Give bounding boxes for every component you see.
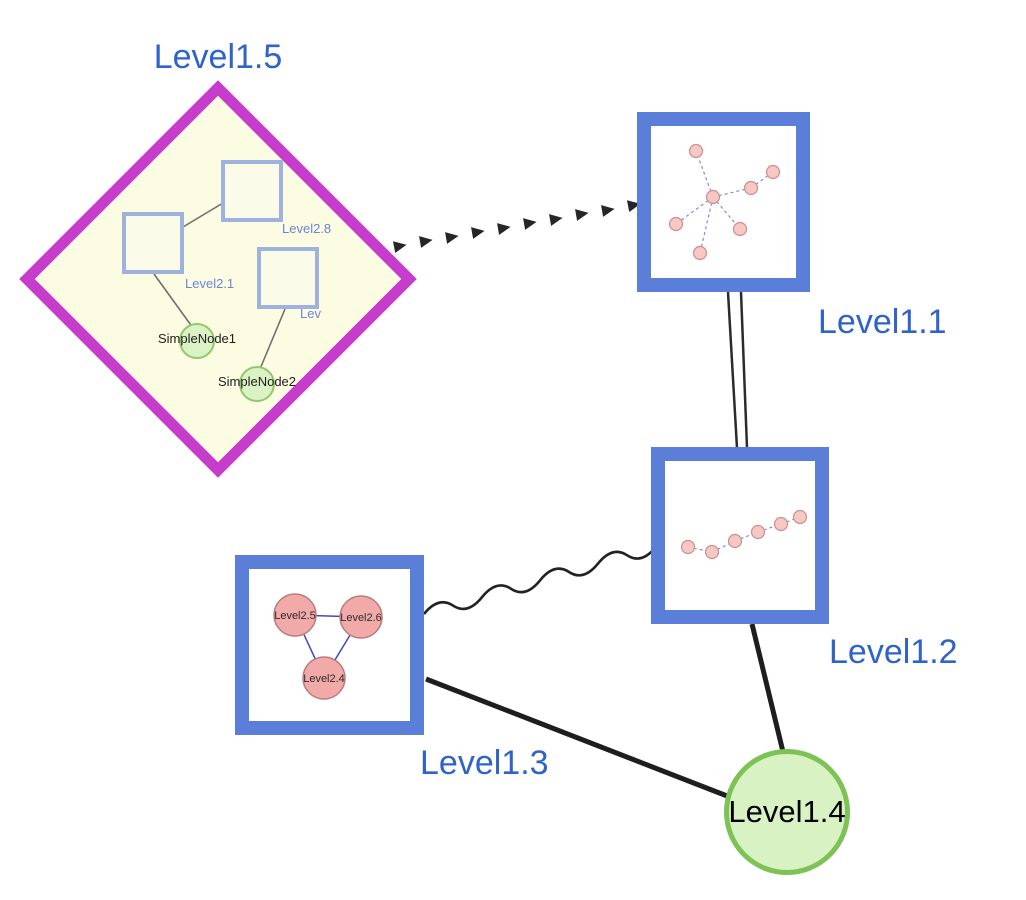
node-level14[interactable]: Level1.4 bbox=[724, 749, 850, 875]
node-level2-6[interactable] bbox=[339, 595, 383, 639]
label-level15: Level1.5 bbox=[153, 38, 283, 76]
label-simplenode2: SimpleNode2 bbox=[217, 374, 297, 389]
label-level11: Level1.1 bbox=[818, 303, 947, 341]
inner-edge-square-simplenode2[interactable] bbox=[259, 308, 286, 370]
subgraph-node[interactable] bbox=[732, 221, 748, 237]
edge-level13-level12[interactable] bbox=[422, 545, 658, 615]
label-level2-1: Level2.1 bbox=[185, 276, 235, 291]
subgraph-node[interactable] bbox=[750, 524, 766, 540]
edge-level11-level12[interactable] bbox=[726, 291, 749, 449]
label-simplenode1: SimpleNode1 bbox=[157, 331, 237, 346]
inner-edge-square-simplenode1[interactable] bbox=[153, 273, 194, 329]
subgraph-node[interactable] bbox=[765, 164, 781, 180]
node-level2-8-square[interactable] bbox=[221, 160, 283, 222]
level11-inner-nodes bbox=[668, 143, 781, 261]
node-level12[interactable] bbox=[651, 447, 829, 624]
node-level11[interactable] bbox=[637, 112, 810, 292]
subgraph-node[interactable] bbox=[792, 509, 808, 525]
node-simplenode1[interactable] bbox=[179, 323, 215, 359]
edge-level12-level14[interactable] bbox=[749, 623, 788, 761]
subgraph-node[interactable] bbox=[773, 516, 789, 532]
subgraph-node[interactable] bbox=[688, 143, 704, 159]
label-level2-4: Level2.4 bbox=[303, 673, 345, 685]
subgraph-node[interactable] bbox=[668, 216, 684, 232]
label-level12: Level1.2 bbox=[829, 633, 958, 671]
label-level2-right-clipped: Lev bbox=[300, 306, 321, 321]
level15-inner-edges bbox=[153, 202, 286, 370]
subgraph-node[interactable] bbox=[743, 180, 759, 196]
level13-inner-labels: Level2.5 Level2.6 Level2.4 bbox=[274, 610, 382, 685]
level13-inner-graph: Level2.5 Level2.6 Level2.4 bbox=[273, 593, 383, 700]
subgraph-node[interactable] bbox=[692, 245, 708, 261]
node-level2-4[interactable] bbox=[302, 656, 346, 700]
level11-inner-edges bbox=[675, 150, 774, 254]
node-level15-diamond[interactable] bbox=[19, 80, 417, 478]
edge-level15-level11[interactable] bbox=[392, 200, 641, 254]
node-level2-5[interactable] bbox=[273, 593, 317, 637]
level12-inner-graph bbox=[680, 509, 808, 560]
label-level14: Level1.4 bbox=[728, 794, 846, 829]
label-level2-5: Level2.5 bbox=[274, 610, 316, 622]
label-level2-8: Level2.8 bbox=[282, 221, 332, 236]
node-level2-right-square[interactable] bbox=[257, 247, 319, 309]
node-level13[interactable]: Level2.5 Level2.6 Level2.4 bbox=[235, 555, 424, 735]
level11-inner-graph bbox=[668, 143, 781, 261]
node-level2-1-square[interactable] bbox=[122, 212, 184, 274]
level13-inner-nodes bbox=[273, 593, 383, 700]
subgraph-node[interactable] bbox=[705, 189, 721, 205]
level12-inner-nodes bbox=[680, 509, 808, 560]
edge-level13-level14[interactable] bbox=[425, 676, 741, 804]
subgraph-node[interactable] bbox=[704, 544, 720, 560]
label-level13: Level1.3 bbox=[420, 744, 549, 782]
inner-edge-square-square[interactable] bbox=[182, 202, 224, 228]
subgraph-node[interactable] bbox=[727, 533, 743, 549]
subgraph-node[interactable] bbox=[680, 539, 696, 555]
node-simplenode2[interactable] bbox=[239, 366, 275, 402]
label-level2-6: Level2.6 bbox=[340, 612, 382, 624]
